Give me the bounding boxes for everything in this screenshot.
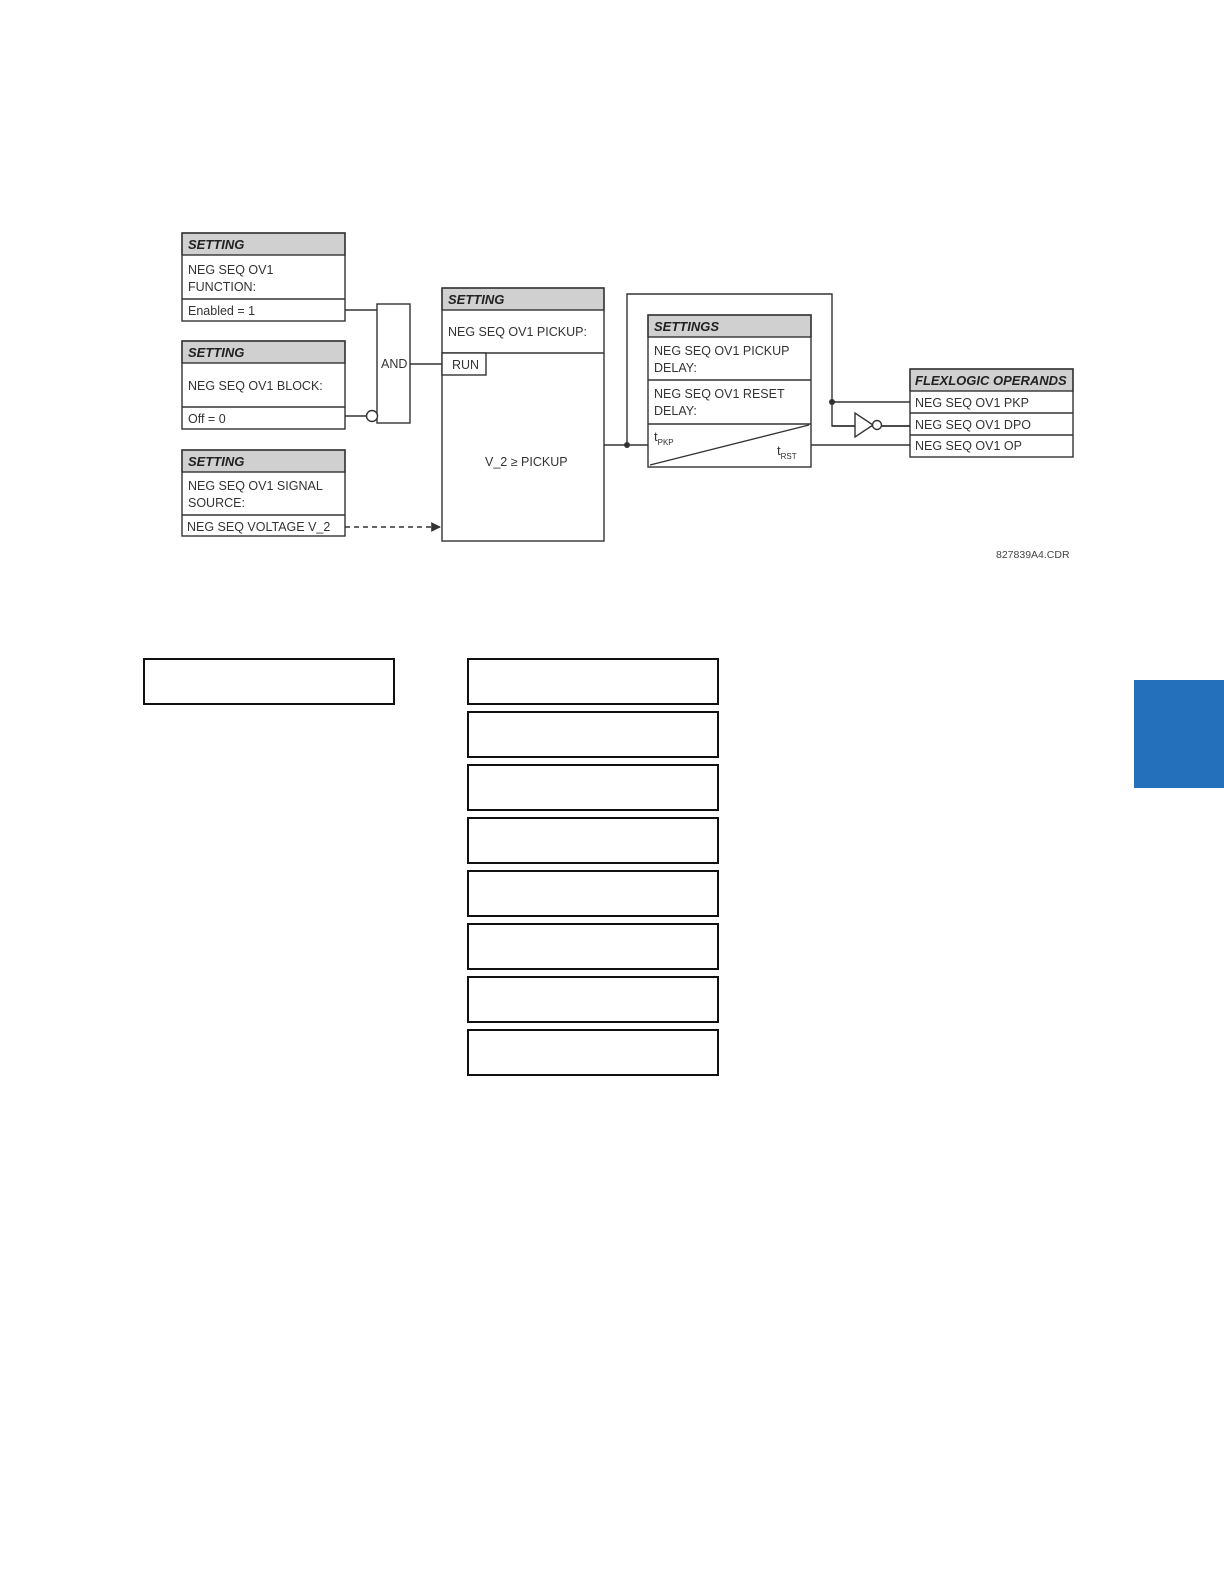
pickup-condition: V_2 ≥ PICKUP — [485, 455, 568, 469]
source-block-value: NEG SEQ VOLTAGE V_2 — [187, 520, 330, 534]
setting-box-5 — [467, 870, 719, 917]
timer-settings-block — [647, 314, 812, 468]
source-block-line1: NEG SEQ OV1 SIGNAL — [188, 479, 323, 493]
pickup-block-label: NEG SEQ OV1 PICKUP: — [448, 325, 587, 339]
setting-box-7 — [467, 976, 719, 1023]
setting-box-8 — [467, 1029, 719, 1076]
and-gate-label: AND — [381, 357, 407, 371]
source-block-line2: SOURCE: — [188, 496, 245, 510]
menu-path-box-left — [143, 658, 395, 705]
block-block-header: SETTING — [188, 345, 244, 360]
chapter-side-tab — [1134, 680, 1224, 788]
timer-pickup-line2: DELAY: — [654, 361, 697, 375]
setting-box-1 — [467, 658, 719, 705]
run-label: RUN — [452, 358, 479, 372]
tpkp-label: tPKP — [654, 429, 674, 447]
function-block-line1: NEG SEQ OV1 — [188, 263, 273, 277]
operand-dpo: NEG SEQ OV1 DPO — [915, 418, 1031, 432]
function-setting-block — [181, 232, 346, 322]
pickup-comparator-block — [441, 287, 605, 542]
timer-reset-line2: DELAY: — [654, 404, 697, 418]
function-block-value: Enabled = 1 — [188, 304, 255, 318]
not-gate — [854, 411, 883, 439]
setting-box-2 — [467, 711, 719, 758]
setting-box-3 — [467, 764, 719, 811]
setting-box-4 — [467, 817, 719, 864]
source-setting-block — [181, 449, 346, 537]
flexlogic-operands-block — [909, 368, 1074, 458]
timer-block-header: SETTINGS — [654, 319, 719, 334]
block-block-value: Off = 0 — [188, 412, 226, 426]
source-block-header: SETTING — [188, 454, 244, 469]
function-block-header: SETTING — [188, 237, 244, 252]
operand-op: NEG SEQ OV1 OP — [915, 439, 1022, 453]
figure-id: 827839A4.CDR — [996, 549, 1070, 561]
operand-pkp: NEG SEQ OV1 PKP — [915, 396, 1029, 410]
block-setting-block — [181, 340, 346, 430]
block-block-label: NEG SEQ OV1 BLOCK: — [188, 379, 323, 393]
timer-pickup-line1: NEG SEQ OV1 PICKUP — [654, 344, 789, 358]
trst-label: tRST — [777, 443, 797, 461]
operands-header: FLEXLOGIC OPERANDS — [915, 373, 1067, 388]
pickup-block-header: SETTING — [448, 292, 504, 307]
inverter-bubble — [365, 409, 379, 423]
setting-box-6 — [467, 923, 719, 970]
function-block-line2: FUNCTION: — [188, 280, 256, 294]
timer-reset-line1: NEG SEQ OV1 RESET — [654, 387, 785, 401]
negative-sequence-overvoltage-logic-diagram: SETTING NEG SEQ OV1 FUNCTION: Enabled = … — [181, 232, 1074, 561]
